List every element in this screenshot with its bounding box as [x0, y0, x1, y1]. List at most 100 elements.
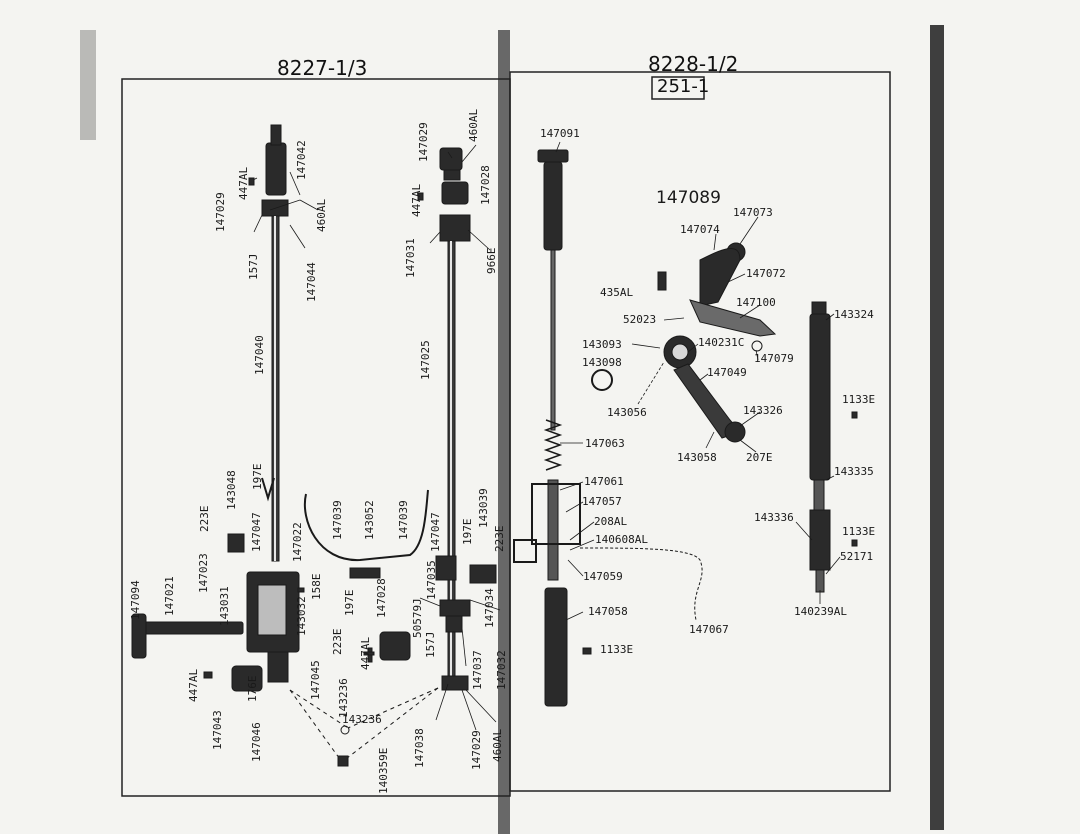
part-label: 447AL	[187, 668, 200, 702]
part-label: 147073	[733, 206, 773, 219]
right-panel-subheader: 251-1	[657, 76, 710, 97]
part-label: 223E	[198, 505, 211, 533]
part-label: 147021	[163, 576, 176, 616]
lever-assembly	[591, 242, 777, 443]
part-label: 447AL	[359, 636, 372, 670]
part-label: 197E	[343, 589, 356, 617]
part-label: 147042	[295, 140, 308, 180]
part-label: 147059	[583, 570, 623, 583]
part-label: 460AL	[467, 108, 480, 142]
part-label: 143324	[834, 308, 874, 321]
part-label: 147039	[331, 500, 344, 540]
part-label: 143335	[834, 465, 874, 478]
shaft-assembly-2	[297, 147, 497, 691]
part-label: 147058	[588, 605, 628, 618]
part-label: 147031	[404, 238, 417, 278]
part-label: 52171	[840, 550, 874, 563]
part-label: 147047	[429, 512, 442, 552]
part-label: 147022	[291, 522, 304, 562]
part-label: 147046	[250, 722, 263, 762]
subheader-box	[651, 76, 705, 100]
left-panel-header: 8227-1/3	[277, 56, 368, 80]
part-label: 147039	[397, 500, 410, 540]
part-label: 147037	[471, 650, 484, 690]
part-label: 140231C	[698, 336, 745, 349]
part-label: 143098	[582, 356, 622, 369]
part-label: 147040	[253, 335, 266, 375]
part-label: 143093	[582, 338, 622, 351]
part-label: 147074	[680, 223, 720, 236]
part-label: 147072	[746, 267, 786, 280]
part-label: 147029	[470, 730, 483, 770]
part-label: 52023	[623, 313, 657, 326]
part-label: 447AL	[410, 183, 423, 217]
part-label: 147061	[584, 475, 624, 488]
part-label: 460AL	[315, 198, 328, 232]
part-label: 147091	[540, 127, 580, 140]
part-label: 143056	[607, 406, 647, 419]
part-label: 143048	[225, 470, 238, 510]
part-label: 435AL	[600, 286, 634, 299]
part-label: 140608AL	[595, 533, 648, 546]
part-label: 143052	[363, 500, 376, 540]
part-label: 460AL	[491, 728, 504, 762]
part-label: 147025	[419, 340, 432, 380]
part-label: 147049	[707, 366, 747, 379]
part-label: 147028	[479, 165, 492, 205]
assembly-title: 147089	[656, 188, 721, 208]
part-label: 147063	[585, 437, 625, 450]
right-panel-header: 8228-1/2	[648, 52, 739, 76]
part-label: 140239AL	[794, 605, 847, 618]
small-fasteners	[248, 177, 424, 767]
part-label: 147067	[689, 623, 729, 636]
leader-lines-1	[252, 171, 319, 249]
part-label: 147029	[214, 192, 227, 232]
part-label: 140359E	[377, 747, 390, 794]
part-label: 50579J	[411, 598, 424, 638]
part-label: 197E	[251, 463, 264, 491]
leader-lines-4	[631, 216, 761, 453]
part-label: 147038	[413, 728, 426, 768]
part-label: 143058	[677, 451, 717, 464]
part-label: 143336	[754, 511, 794, 524]
part-label: 147045	[309, 660, 322, 700]
part-label: 1133E	[842, 393, 876, 406]
part-label: 147034	[483, 588, 496, 628]
part-label: 147029	[417, 122, 430, 162]
part-label: 223E	[493, 525, 506, 553]
leader-lines-3	[555, 141, 595, 621]
part-label: 208AL	[594, 515, 628, 528]
link-wire	[303, 489, 429, 562]
part-label: 147057	[582, 495, 622, 508]
part-label: 223E	[331, 628, 344, 656]
part-label: 197E	[461, 518, 474, 546]
part-label: 143032	[295, 596, 308, 636]
part-label: 147047	[250, 512, 263, 552]
part-label: 147043	[211, 710, 224, 750]
part-label: 147094	[129, 580, 142, 620]
part-label: 143236	[342, 713, 382, 726]
part-label: 143326	[743, 404, 783, 417]
part-label: 207E	[746, 451, 773, 464]
part-label: 147035	[425, 560, 438, 600]
part-label: 147079	[754, 352, 794, 365]
leader-lines-2	[419, 144, 501, 731]
part-label: 158E	[310, 573, 323, 601]
thread-guide-wire	[579, 547, 703, 621]
shaft-assembly-3	[809, 301, 858, 593]
part-label: 1133E	[842, 525, 876, 538]
part-label: 147044	[305, 262, 318, 302]
needle-bar-assembly	[513, 149, 592, 707]
part-label: 447AL	[237, 166, 250, 200]
part-label: 157J	[424, 631, 437, 659]
dashed-assembly-lines	[289, 687, 439, 763]
part-label: 143031	[218, 586, 231, 626]
leader-lines-5	[795, 313, 841, 604]
part-label: 147028	[375, 578, 388, 618]
scan-artifacts	[80, 25, 944, 834]
part-label: 1133E	[600, 643, 634, 656]
part-label: 157J	[247, 253, 260, 281]
part-label: 147023	[197, 553, 210, 593]
